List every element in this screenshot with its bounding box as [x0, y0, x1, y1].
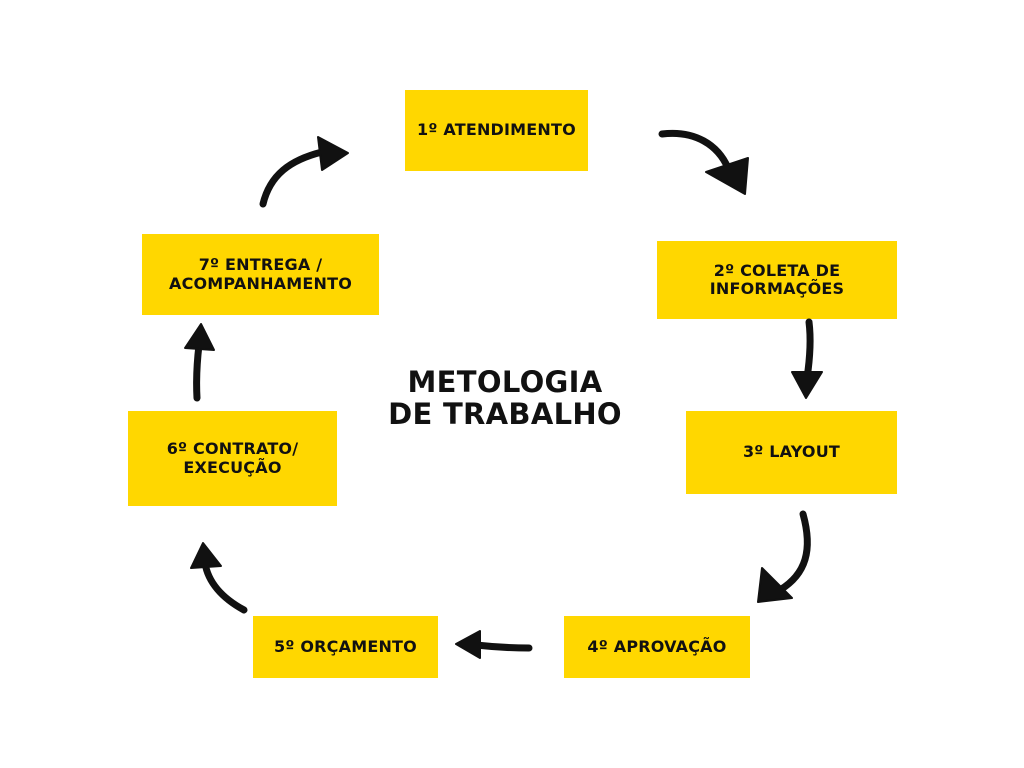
arrow-step-6-to-7: [184, 323, 215, 402]
step-2-coleta-de-informacoes: 2º COLETA DE INFORMAÇÕES: [657, 241, 897, 319]
arrow-step-4-to-5: [455, 630, 533, 659]
title-line-1: METOLOGIA: [407, 365, 603, 399]
step-6-label-line-1: 6º CONTRATO/: [166, 439, 299, 459]
title-line-2: DE TRABALHO: [388, 397, 622, 432]
step-7-label-line-1: 7º ENTREGA /: [198, 255, 323, 275]
arrow-step-7-to-1: [259, 136, 349, 208]
step-4-aprovacao: 4º APROVAÇÃO: [564, 616, 750, 678]
step-1-label: 1º ATENDIMENTO: [417, 120, 576, 140]
arrow-step-3-to-4: [757, 510, 811, 603]
step-5-label: 5º ORÇAMENTO: [274, 636, 417, 656]
step-3-layout: 3º LAYOUT: [686, 411, 897, 494]
step-2-label-line-1: 2º COLETA DE: [713, 260, 841, 280]
arrow-step-5-to-6: [190, 542, 248, 614]
step-1-atendimento: 1º ATENDIMENTO: [405, 90, 588, 171]
step-6-label-line-2: EXECUÇÃO: [183, 457, 282, 477]
arrow-step-2-to-3: [791, 318, 823, 399]
step-6-contrato-execucao: 6º CONTRATO/ EXECUÇÃO: [128, 411, 337, 506]
step-3-label: 3º LAYOUT: [742, 442, 841, 462]
step-2-label-line-2: INFORMAÇÕES: [709, 279, 845, 298]
step-5-orcamento: 5º ORÇAMENTO: [253, 616, 438, 678]
arrow-step-1-to-2: [658, 129, 749, 195]
step-4-label: 4º APROVAÇÃO: [587, 636, 727, 656]
step-7-label-line-2: ACOMPANHAMENTO: [168, 273, 352, 293]
step-7-entrega-acompanhamento: 7º ENTREGA / ACOMPANHAMENTO: [142, 234, 379, 315]
diagram-title: METOLOGIA DE TRABALHO: [360, 366, 650, 431]
